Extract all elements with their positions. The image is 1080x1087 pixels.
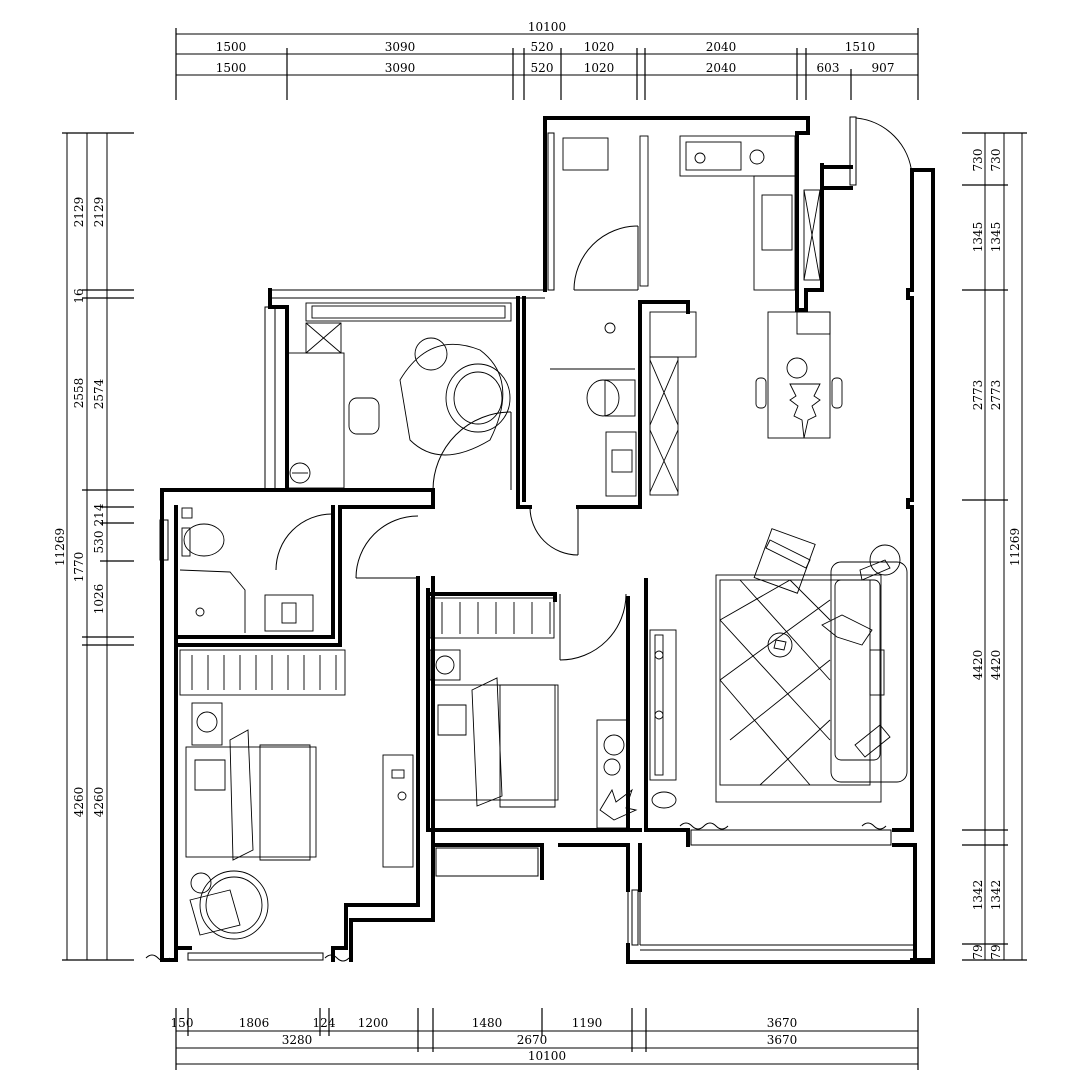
dim-left-inner-3: 214 — [92, 503, 106, 526]
left-dimensions: 11269 2129 16 2558 1770 4260 2129 2574 2… — [53, 132, 134, 961]
dim-right-inner-2: 1345 — [989, 222, 1003, 253]
dim-right-3: 2773 — [971, 380, 985, 411]
dim-left-inner-6: 4260 — [92, 787, 106, 818]
dim-bottom-r2-1: 3280 — [282, 1033, 313, 1047]
dim-right-inner-3: 2773 — [989, 380, 1003, 411]
dim-left-1: 2129 — [72, 197, 86, 228]
left-bathroom — [179, 507, 314, 633]
left-bedroom — [179, 649, 414, 940]
dim-top-1: 1500 — [216, 40, 247, 54]
dim-bottom-3: 124 — [313, 1016, 336, 1030]
dim-top-r2-7: 907 — [872, 61, 895, 75]
dim-left-inner-2: 2574 — [92, 378, 106, 409]
dim-right-total: 11269 — [1008, 528, 1022, 566]
dim-top-r2-2: 3090 — [385, 61, 416, 75]
dim-right-inner-1: 730 — [989, 149, 1003, 172]
dim-right-inner-6: 79 — [989, 944, 1003, 959]
middle-bedroom — [429, 597, 638, 829]
study-furniture — [287, 302, 512, 489]
dim-bottom-total: 10100 — [528, 1049, 566, 1063]
dim-right-6: 79 — [971, 944, 985, 959]
dim-bottom-4: 1200 — [358, 1016, 389, 1030]
dim-bottom-5: 1480 — [472, 1016, 503, 1030]
right-dimensions: 11269 730 1345 2773 4420 1342 79 730 134… — [962, 132, 1027, 961]
dim-left-2: 16 — [72, 288, 86, 303]
dim-left-5: 4260 — [72, 787, 86, 818]
dim-top-3: 520 — [531, 40, 554, 54]
dim-bottom-r2-3: 3670 — [767, 1033, 798, 1047]
living-room-furniture — [649, 528, 908, 809]
dim-right-inner-4: 4420 — [989, 650, 1003, 681]
dim-right-4: 4420 — [971, 650, 985, 681]
dim-top-total: 10100 — [528, 20, 566, 34]
dim-top-r2-5: 2040 — [706, 61, 737, 75]
dim-left-4: 1770 — [72, 552, 86, 583]
windows — [145, 132, 892, 962]
dim-top-4: 1020 — [584, 40, 615, 54]
doors — [275, 225, 639, 661]
dim-right-1: 730 — [971, 149, 985, 172]
dim-right-5: 1342 — [971, 880, 985, 911]
central-bathroom — [550, 311, 697, 497]
dim-top-r2-1: 1500 — [216, 61, 247, 75]
dim-left-inner-4: 530 — [92, 531, 106, 554]
dim-bottom-2: 1806 — [239, 1016, 270, 1030]
dim-bottom-6: 1190 — [572, 1016, 603, 1030]
dim-top-5: 2040 — [706, 40, 737, 54]
dim-left-total: 11269 — [53, 528, 67, 566]
top-dimensions: 10100 1500 3090 520 1020 2040 1510 1500 … — [175, 20, 919, 100]
dim-right-inner-5: 1342 — [989, 880, 1003, 911]
dim-bottom-1: 150 — [171, 1016, 194, 1030]
dim-top-6: 1510 — [845, 40, 876, 54]
dim-top-2: 3090 — [385, 40, 416, 54]
walls — [160, 116, 935, 964]
dim-right-2: 1345 — [971, 222, 985, 253]
dim-top-r2-6: 603 — [817, 61, 840, 75]
dim-bottom-7: 3670 — [767, 1016, 798, 1030]
bottom-dimensions: 150 1806 124 1200 1480 1190 3670 3280 26… — [171, 1008, 919, 1070]
dim-top-r2-3: 520 — [531, 61, 554, 75]
dim-left-inner-5: 1026 — [92, 584, 106, 615]
kitchen-furniture — [562, 135, 831, 335]
dim-bottom-r2-2: 2670 — [517, 1033, 548, 1047]
dim-left-3: 2558 — [72, 378, 86, 409]
dim-top-r2-4: 1020 — [584, 61, 615, 75]
dining-table — [755, 311, 843, 439]
dim-left-inner-1: 2129 — [92, 197, 106, 228]
